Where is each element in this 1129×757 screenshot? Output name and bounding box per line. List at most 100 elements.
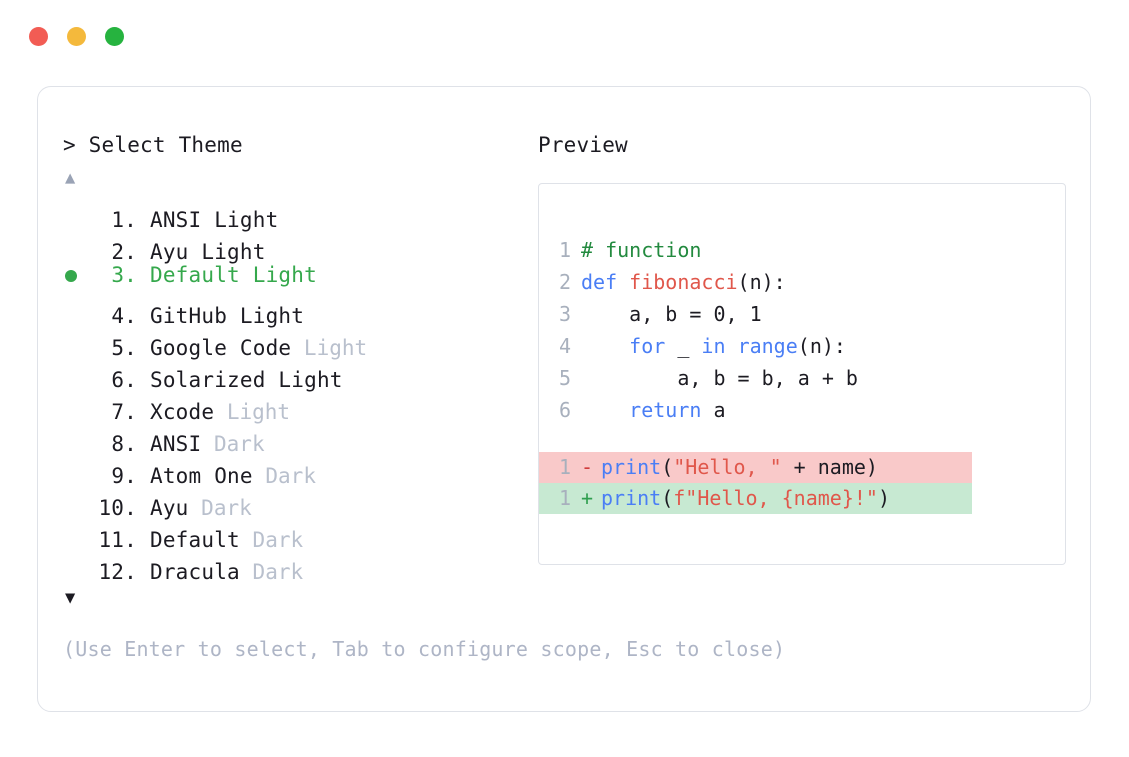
theme-index: 11. [98,528,137,552]
code-token-string: f"Hello, {name}!" [673,486,878,510]
selection-indicator [63,483,91,515]
code-token-plain: , [725,302,750,326]
code-line-content: a, b = 0, 1 [581,298,762,330]
code-token-number: 0 [713,302,726,326]
theme-list-item[interactable]: 8.ANSI Dark [63,419,533,456]
theme-name: Dracula [150,560,240,584]
code-token-builtin: print [601,486,662,510]
theme-list-item[interactable]: 6. Solarized Light [63,355,533,392]
theme-mode-badge: Dark [239,560,304,584]
diff-block: 1-print("Hello, " + name)1+print(f"Hello… [539,452,1065,514]
theme-mode-badge: Light [291,336,368,360]
theme-list-item[interactable]: 5. Google Code Light [63,323,533,360]
code-token-plain: ) [877,486,891,510]
selection-indicator [63,547,91,579]
theme-list-item[interactable]: 1. ANSI Light [63,195,533,232]
theme-list-item[interactable]: 7.Xcode Light [63,387,533,424]
theme-list-item[interactable]: 4.GitHub Light [63,291,533,328]
line-number: 3 [558,302,571,326]
code-line: 6 return a [539,394,1065,426]
code-line-content: def fibonacci(n): [581,266,786,298]
code-token-plain: + name) [781,455,878,479]
theme-mode-badge: Dark [252,464,316,488]
code-token-number: 1 [749,302,762,326]
theme-name: Default Light [150,263,317,287]
code-token-comment: # function [581,238,702,262]
theme-name: Ayu Light [150,240,266,264]
diff-line-plus: 1+print(f"Hello, {name}!") [539,483,972,514]
theme-index: 5. [111,336,137,360]
selection-indicator [63,451,91,483]
code-token-keyword: in [701,334,726,358]
close-button[interactable] [29,26,48,46]
code-token-keyword: def [581,270,630,294]
theme-list-item[interactable]: 10.Ayu Dark [63,483,533,520]
theme-name: Atom One [150,464,253,488]
theme-list-item[interactable]: 12. Dracula Dark [63,547,533,584]
line-number: 5 [558,366,571,390]
diff-marker: + [581,486,594,510]
theme-list-item[interactable]: 2. Ayu Light [63,227,533,264]
keyboard-hint: (Use Enter to select, Tab to configure s… [63,637,786,661]
preview-label: Preview [538,133,628,157]
minimize-button[interactable] [67,26,86,46]
code-line: 4 for _ in range(n): [539,330,1065,362]
theme-name: Default [150,528,240,552]
code-token-plain: (n): [797,334,846,358]
theme-index: 2. [111,240,137,264]
theme-name: Ayu [150,496,189,520]
line-number: 6 [558,398,571,422]
theme-index: 1. [111,208,137,232]
selection-indicator [63,227,91,259]
theme-index: 3. [111,263,137,287]
theme-selector-pane: > Select Theme ▲ 1. ANSI Light 2. Ayu Light… [63,131,533,611]
theme-index: 12. [98,560,137,584]
code-line-content: return a [581,394,725,426]
theme-name: GitHub Light [150,304,305,328]
selection-indicator [63,260,91,292]
scroll-up-icon[interactable]: ▲ [65,168,76,188]
code-line-content: # function [581,234,701,266]
theme-name: Xcode [150,400,215,424]
code-line-content: for _ in range(n): [581,330,846,362]
selection-indicator [63,419,91,451]
code-token-plain: a, b = [581,302,714,326]
selection-indicator [63,195,91,227]
theme-name: Solarized Light [150,368,343,392]
code-token-string: "Hello, " [673,455,782,479]
page-title: > Select Theme [63,133,243,157]
code-token-func: fibonacci [629,270,738,294]
theme-list-item[interactable]: 3. Default Light [63,259,533,291]
code-line: 1 # function [539,234,1065,266]
code-token-plain: (n): [737,270,786,294]
theme-mode-badge: Dark [239,528,304,552]
theme-mode-badge: Dark [201,432,265,456]
theme-index: 6. [111,368,137,392]
theme-list[interactable]: 1. ANSI Light 2. Ayu Light 3. Default Light 4.… [63,195,533,584]
maximize-button[interactable] [105,26,124,46]
window-titlebar [0,0,1129,72]
theme-index: 9. [111,464,137,488]
code-line: 5 a, b = b, a + b [539,362,1065,394]
code-token-plain [581,334,629,358]
line-number: 1 [558,238,571,262]
theme-name: Google Code [150,336,292,360]
code-token-plain: _ [665,334,702,358]
theme-index: 7. [111,400,137,424]
diff-line-minus: 1-print("Hello, " + name) [539,452,972,483]
theme-name: ANSI [150,432,202,456]
scroll-down-icon[interactable]: ▼ [65,588,76,608]
selection-indicator [63,387,91,419]
theme-name: ANSI Light [150,208,279,232]
selection-indicator [63,355,91,387]
selected-bullet-icon [65,270,77,282]
code-token-plain [581,398,629,422]
code-token-keyword: for [629,334,666,358]
theme-list-item[interactable]: 11. Default Dark [63,515,533,552]
theme-list-item[interactable]: 9. Atom One Dark [63,451,533,488]
